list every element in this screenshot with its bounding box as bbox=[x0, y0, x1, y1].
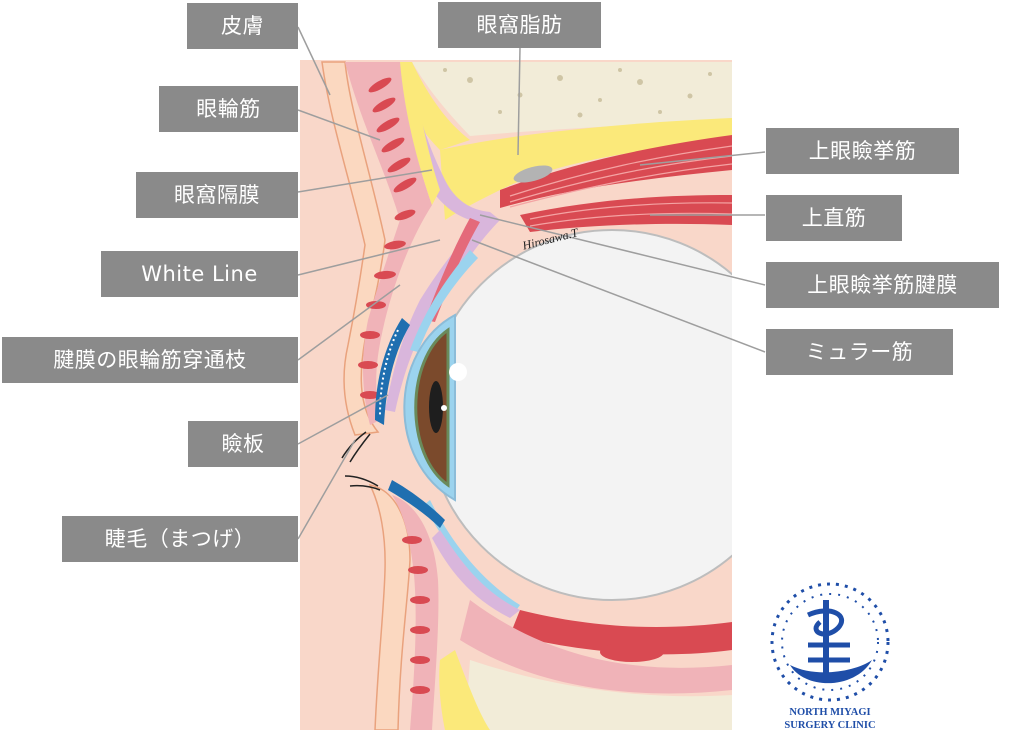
upper-eyelid-fat bbox=[400, 62, 440, 205]
logo-text-line1: NORTH MIYAGI bbox=[789, 707, 871, 718]
levator-muscle bbox=[500, 135, 732, 208]
label-tarsus: 瞼板 bbox=[188, 421, 298, 467]
inferior-pink-tissue bbox=[460, 600, 732, 694]
superior-rectus-muscle bbox=[520, 195, 732, 232]
label-skin: 皮膚 bbox=[187, 3, 298, 49]
eyeball bbox=[426, 229, 732, 601]
fat-pad bbox=[513, 165, 553, 183]
label-white-line: White Line bbox=[101, 251, 298, 297]
label-aponeurosis-branches: 腱膜の眼輪筋穿通枝 bbox=[2, 337, 298, 383]
pupil bbox=[429, 381, 443, 433]
bone-texture bbox=[443, 68, 712, 118]
lower-orbicularis-muscle bbox=[392, 495, 439, 730]
eye-highlight bbox=[449, 363, 467, 381]
lower-orbital-bone bbox=[465, 660, 732, 730]
inferior-rectus-muscle bbox=[510, 610, 732, 655]
label-eyelashes: 睫毛（まつげ） bbox=[62, 516, 298, 562]
clinic-logo-emblem bbox=[770, 582, 890, 702]
upper-eyelid-skin bbox=[321, 61, 386, 436]
label-superior-rectus: 上直筋 bbox=[766, 195, 902, 241]
inferior-oblique-muscle bbox=[600, 642, 664, 662]
orbicularis-fibers bbox=[358, 77, 417, 399]
eye-highlight-small bbox=[441, 405, 447, 411]
lower-fat bbox=[439, 650, 490, 730]
conjunctiva-upper bbox=[410, 250, 478, 352]
orbital-fat bbox=[440, 118, 732, 220]
label-levator: 上眼瞼挙筋 bbox=[766, 128, 959, 174]
levator-aponeurosis bbox=[385, 212, 500, 412]
leader-lines bbox=[297, 26, 766, 540]
label-orbicularis: 眼輪筋 bbox=[159, 86, 298, 132]
lower-tarsus bbox=[388, 480, 445, 528]
logo-text-line2: SURGERY CLINIC bbox=[784, 720, 876, 731]
label-muller: ミュラー筋 bbox=[766, 329, 953, 375]
label-orbital-septum: 眼窩隔膜 bbox=[136, 172, 298, 218]
lower-retractor bbox=[432, 530, 520, 618]
label-orbital-fat: 眼窩脂肪 bbox=[438, 2, 601, 48]
upper-orbital-bone bbox=[412, 62, 732, 136]
upper-tarsus bbox=[375, 318, 410, 425]
label-levator-aponeurosis: 上眼瞼挙筋腱膜 bbox=[766, 262, 999, 308]
